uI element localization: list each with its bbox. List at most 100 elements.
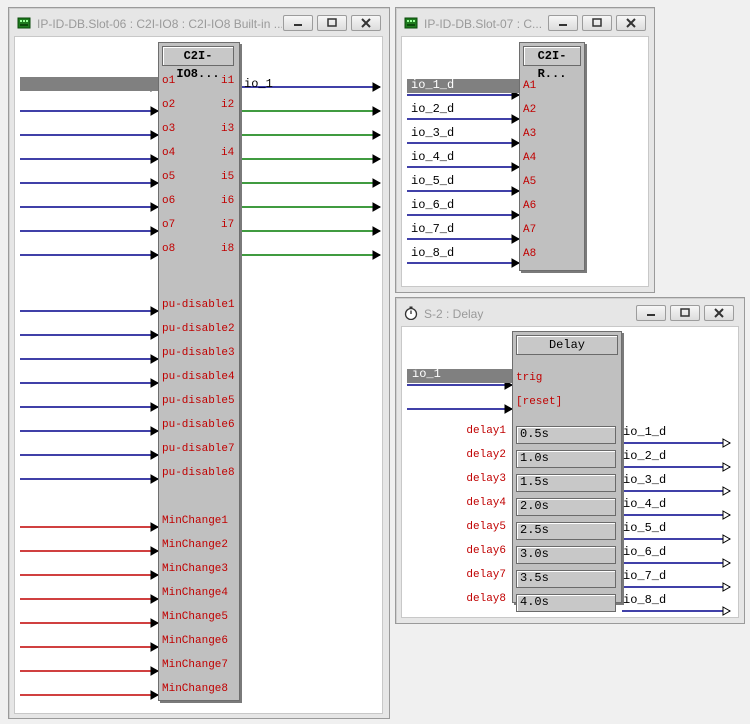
delay-value-field-1[interactable]: 0.5s: [516, 426, 616, 444]
wire-label-io_3_d: io_3_d: [411, 126, 455, 140]
output-wire-i4-arrow: [372, 154, 382, 164]
pin-o5: o5: [162, 171, 176, 183]
input-wire-pu-disable5-arrow: [150, 402, 160, 412]
wire-label-io_8_d: io_8_d: [411, 246, 455, 260]
delay-value-field-5[interactable]: 2.5s: [516, 522, 616, 540]
output-label-io_8_d: io_8_d: [623, 593, 667, 607]
maximize-icon: [327, 18, 337, 27]
output-wire-io_2_d-arrow: [722, 462, 732, 472]
input-wire-o6-arrow: [150, 202, 160, 212]
delay-value-field-3[interactable]: 1.5s: [516, 474, 616, 492]
output-label-io_2_d: io_2_d: [623, 449, 667, 463]
pin-minchange4: MinChange4: [162, 587, 229, 599]
delay-value-field-8[interactable]: 4.0s: [516, 594, 616, 612]
reset-input-wire-arrow: [504, 404, 514, 414]
output-label-io_4_d: io_4_d: [623, 497, 667, 511]
input-wire-o5-arrow: [150, 178, 160, 188]
pin-a7: A7: [523, 224, 537, 236]
output-wire-i7-arrow: [372, 226, 382, 236]
close-icon: [714, 308, 724, 318]
titlebar[interactable]: S-2 : Delay: [396, 298, 744, 328]
delay-label-8: delay8: [466, 593, 506, 605]
input-wire-pu-disable7-arrow: [150, 450, 160, 460]
close-button[interactable]: [616, 15, 646, 31]
pin-o7: o7: [162, 219, 176, 231]
pin-minchange2: MinChange2: [162, 539, 229, 551]
input-wire-minchange4-arrow: [150, 594, 160, 604]
block-title: Delay: [516, 335, 618, 355]
output-label-io_6_d: io_6_d: [623, 545, 667, 559]
delay-value-field-7[interactable]: 3.5s: [516, 570, 616, 588]
pin-a6: A6: [523, 200, 537, 212]
output-wire-i1-arrow: [372, 82, 382, 92]
input-wire-minchange1-arrow: [150, 522, 160, 532]
input-wire-pu-disable2-arrow: [150, 330, 160, 340]
pin-pu-disable3: pu-disable3: [162, 347, 235, 359]
output-wire-io_3_d-arrow: [722, 486, 732, 496]
minimize-icon: [294, 24, 302, 26]
maximize-button[interactable]: [317, 15, 347, 31]
pin-a2: A2: [523, 104, 537, 116]
pin-a3: A3: [523, 128, 537, 140]
stopwatch-icon: [404, 306, 418, 320]
maximize-button[interactable]: [670, 305, 700, 321]
pin-o6: o6: [162, 195, 176, 207]
wire-label-io_7_d: io_7_d: [411, 222, 455, 236]
minimize-button[interactable]: [636, 305, 666, 321]
delay-label-3: delay3: [466, 473, 506, 485]
output-wire-io_4_d-arrow: [722, 510, 732, 520]
wire-label-io_5_d: io_5_d: [411, 174, 455, 188]
titlebar[interactable]: IP-ID-DB.Slot-07 : C...: [396, 8, 654, 38]
block-title: C2I-R...: [523, 46, 581, 81]
selected-wire-highlight: [20, 77, 160, 91]
pin-i1: i1: [221, 75, 235, 87]
pin-pu-disable6: pu-disable6: [162, 419, 235, 431]
pin-o1: o1: [162, 75, 176, 87]
input-wire-io_7_d-arrow: [511, 234, 521, 244]
pin-a4: A4: [523, 152, 537, 164]
pin-pu-disable1: pu-disable1: [162, 299, 235, 311]
close-button[interactable]: [704, 305, 734, 321]
pin-i2: i2: [221, 99, 235, 111]
pin-o8: o8: [162, 243, 176, 255]
minimize-button[interactable]: [548, 15, 578, 31]
delay-value-field-4[interactable]: 2.0s: [516, 498, 616, 516]
delay-value-field-6[interactable]: 3.0s: [516, 546, 616, 564]
input-wire-minchange3-arrow: [150, 570, 160, 580]
pin-minchange1: MinChange1: [162, 515, 229, 527]
output-label-io_1_d: io_1_d: [623, 425, 667, 439]
input-wire-io_5_d-arrow: [511, 186, 521, 196]
output-wire-io_7_d-arrow: [722, 582, 732, 592]
block-title: C2I-IO8...: [162, 46, 234, 81]
window-title: S-2 : Delay: [424, 307, 484, 321]
selected-wire-highlight: [407, 79, 522, 93]
reset-pin: [reset]: [516, 396, 563, 408]
input-wire-o7-arrow: [150, 226, 160, 236]
pin-pu-disable8: pu-disable8: [162, 467, 235, 479]
pin-a1: A1: [523, 80, 537, 92]
wire-label-io_2_d: io_2_d: [411, 102, 455, 116]
pin-pu-disable2: pu-disable2: [162, 323, 235, 335]
maximize-icon: [592, 18, 602, 27]
delay-value-field-2[interactable]: 1.0s: [516, 450, 616, 468]
input-wire-o8-arrow: [150, 250, 160, 260]
output-wire-io_6_d-arrow: [722, 558, 732, 568]
input-wire-minchange7-arrow: [150, 666, 160, 676]
pin-minchange5: MinChange5: [162, 611, 229, 623]
input-wire-io_3_d-arrow: [511, 138, 521, 148]
close-button[interactable]: [351, 15, 381, 31]
minimize-icon: [559, 24, 567, 26]
output-label-io_7_d: io_7_d: [623, 569, 667, 583]
minimize-button[interactable]: [283, 15, 313, 31]
pin-o3: o3: [162, 123, 176, 135]
titlebar[interactable]: IP-ID-DB.Slot-06 : C2I-IO8 : C2I-IO8 Bui…: [9, 8, 389, 38]
maximize-button[interactable]: [582, 15, 612, 31]
minimize-icon: [647, 314, 655, 316]
